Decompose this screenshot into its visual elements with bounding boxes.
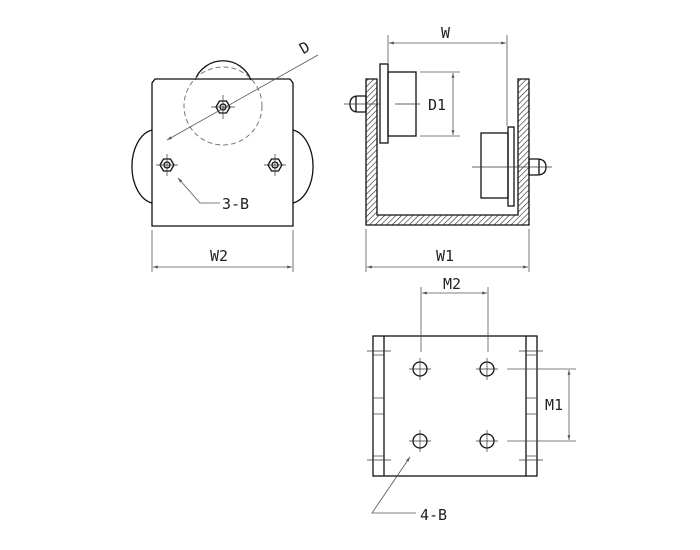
left-flange bbox=[379, 63, 389, 144]
label-w: W bbox=[441, 24, 451, 42]
side-view: D1 W W1 bbox=[344, 24, 552, 272]
mounting-hole-icon bbox=[409, 430, 431, 452]
label-m2: M2 bbox=[443, 275, 461, 293]
front-view: D 3-B W2 bbox=[131, 38, 319, 272]
label-d: D bbox=[296, 38, 313, 58]
u-channel bbox=[365, 78, 530, 226]
label-d1: D1 bbox=[428, 96, 446, 114]
front-plate bbox=[151, 78, 294, 227]
mounting-hole-icon bbox=[409, 358, 431, 380]
left-roller-outline bbox=[131, 129, 153, 204]
label-m1: M1 bbox=[545, 396, 563, 414]
right-roller-outline bbox=[292, 129, 314, 204]
label-4b: 4-B bbox=[420, 506, 447, 524]
label-3b: 3-B bbox=[222, 195, 249, 213]
top-roller-outline bbox=[194, 60, 252, 81]
roller-diameter-circle bbox=[183, 66, 263, 146]
hex-nut-icon bbox=[264, 154, 286, 176]
hex-nut-icon bbox=[156, 154, 178, 176]
right-flange bbox=[507, 126, 515, 207]
label-w2: W2 bbox=[210, 247, 228, 265]
label-w1: W1 bbox=[436, 247, 454, 265]
base-plate bbox=[372, 335, 538, 477]
mounting-hole-icon bbox=[476, 430, 498, 452]
leader-4b bbox=[371, 456, 416, 514]
bottom-view: M2 M1 4-B bbox=[367, 275, 576, 524]
right-roller-body bbox=[480, 132, 509, 199]
diameter-leader bbox=[166, 54, 319, 141]
mounting-hole-icon bbox=[476, 358, 498, 380]
hex-nut-icon bbox=[211, 95, 235, 119]
leader-3b bbox=[177, 177, 220, 204]
